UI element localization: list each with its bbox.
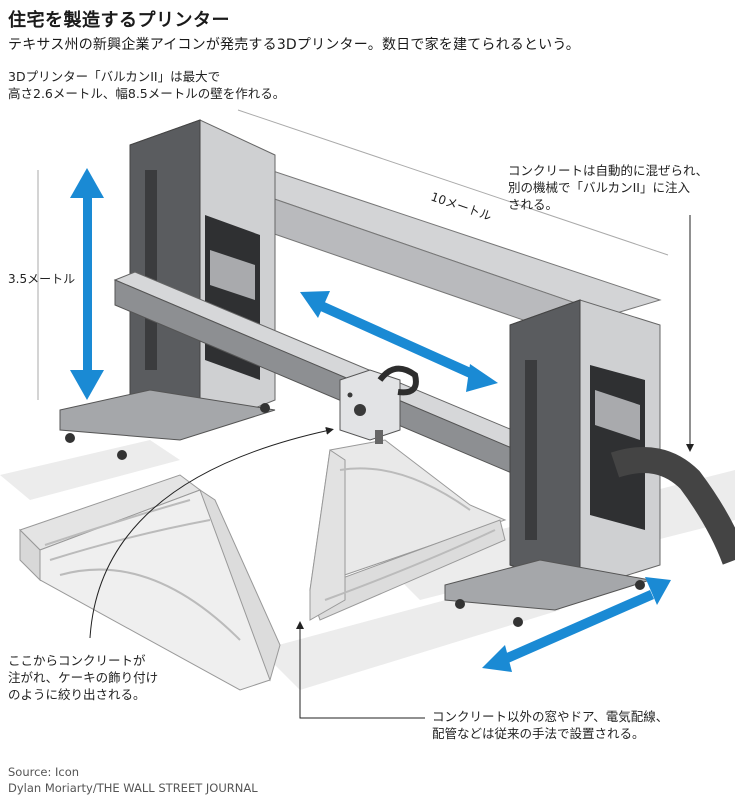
concrete-hose <box>610 447 735 565</box>
page-title: 住宅を製造するプリンター <box>8 10 230 31</box>
length-dimension-line <box>237 109 669 256</box>
x-axis-arrow <box>300 291 498 392</box>
printed-wall-left <box>19 474 281 691</box>
printed-wall-right <box>309 439 507 621</box>
right-tower <box>444 299 661 627</box>
concrete-mix-note: コンクリートは自動的に混ぜられ、 別の機械で「バルカンII」に注入 される。 <box>508 163 709 212</box>
height-arrow <box>70 168 104 400</box>
page-subtitle: テキサス州の新興企業アイコンが発売する3Dプリンター。数日で家を建てられるという… <box>8 37 580 53</box>
other-work-leader-line <box>296 621 425 719</box>
height-label: 3.5メートル <box>8 272 75 286</box>
other-work-note: コンクリート以外の窓やドア、電気配線、 配管などは従来の手法で設置される。 <box>432 709 669 741</box>
spec-note: 3Dプリンター「バルカンII」は最大で 高さ2.6メートル、幅8.5メートルの壁… <box>8 69 286 101</box>
credit-line: Dylan Moriarty/THE WALL STREET JOURNAL <box>8 781 258 795</box>
left-tower <box>59 119 276 460</box>
y-axis-arrow <box>482 577 671 672</box>
print-head <box>339 365 419 444</box>
nozzle-note: ここからコンクリートが 注がれ、ケーキの飾り付け のように絞り出される。 <box>8 653 159 702</box>
length-label: 10メートル <box>429 190 493 224</box>
source-credit: Source: Icon Dylan Moriarty/THE WALL STR… <box>8 764 258 796</box>
nozzle-leader-line <box>89 426 334 639</box>
source-line: Source: Icon <box>8 765 80 779</box>
